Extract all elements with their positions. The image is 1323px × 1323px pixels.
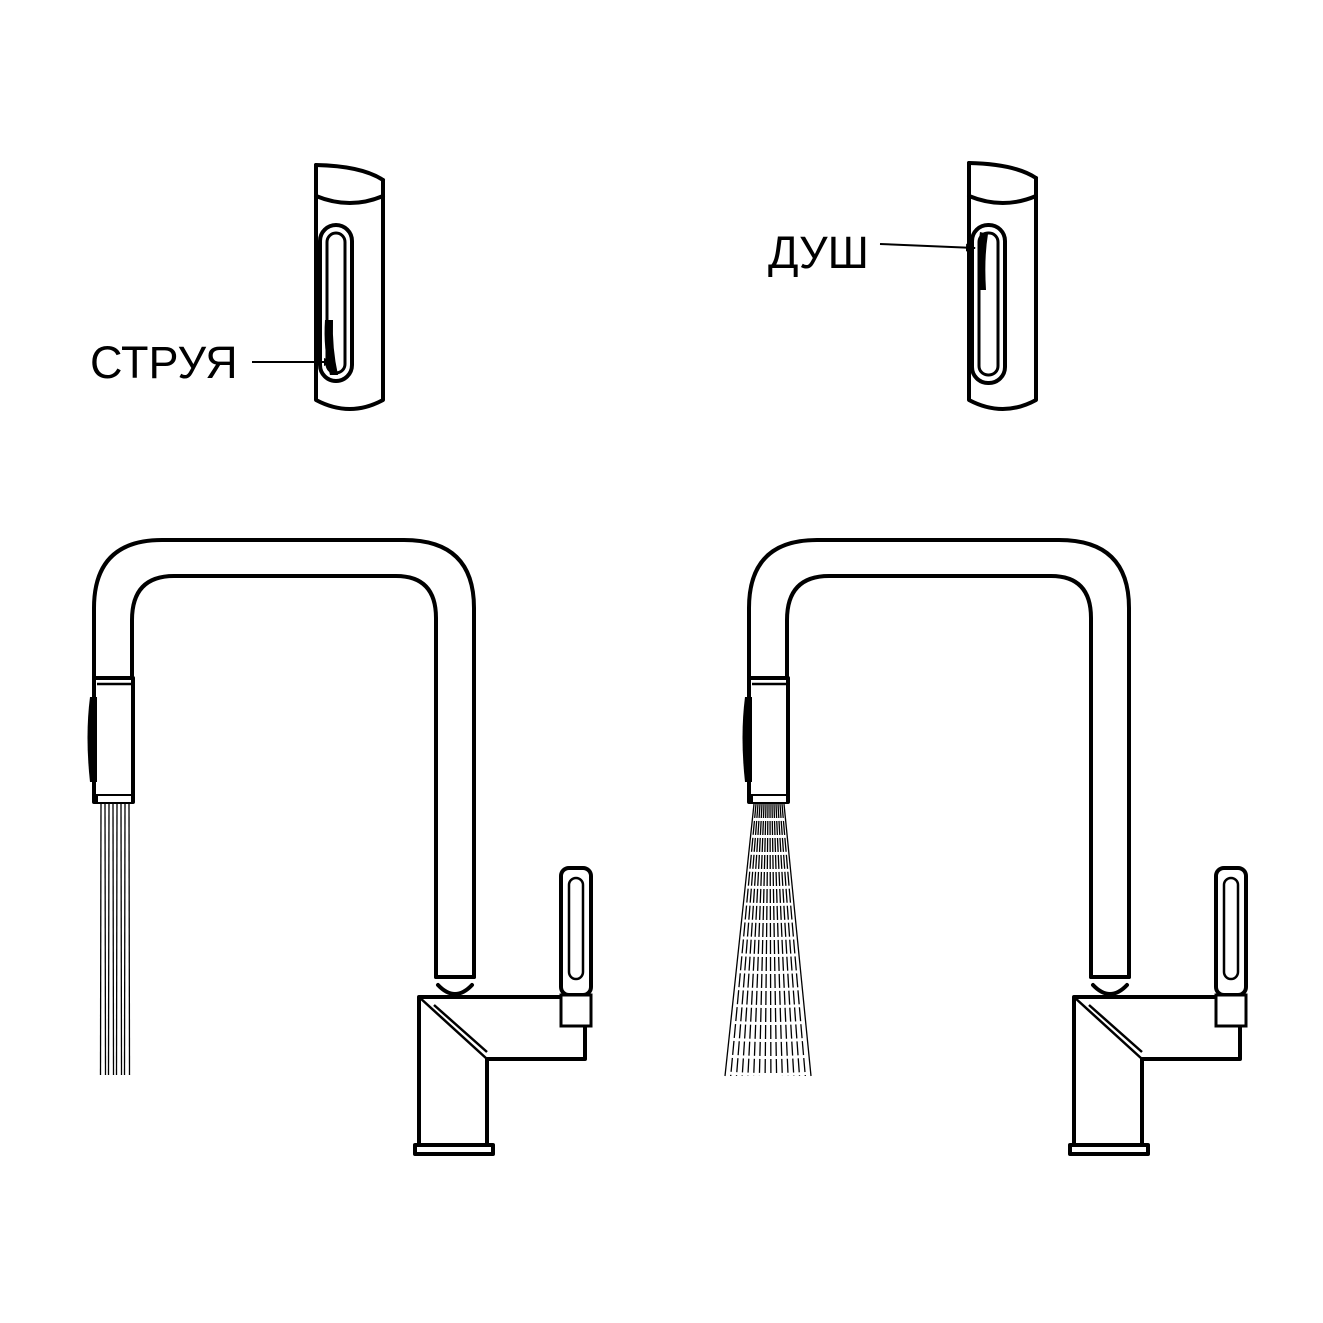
water-spray-line bbox=[764, 803, 769, 1077]
handle-lever bbox=[1214, 866, 1248, 997]
water-stream-line bbox=[120, 803, 123, 1076]
water-stream-line bbox=[112, 803, 115, 1076]
shower-mode-label: ДУШ bbox=[768, 227, 869, 278]
water-stream-line bbox=[128, 803, 131, 1076]
faucet-jet-mode bbox=[87, 538, 593, 1156]
water-spray-line bbox=[769, 803, 772, 1077]
handle-lever bbox=[559, 866, 593, 997]
water-spray-line bbox=[777, 803, 795, 1077]
water-stream-line bbox=[115, 803, 118, 1076]
water-spray-line bbox=[730, 803, 757, 1077]
spout-tube bbox=[92, 538, 476, 979]
spray-head bbox=[747, 676, 790, 804]
water-spray-line bbox=[781, 803, 806, 1077]
mode-button-slot bbox=[970, 223, 1007, 385]
spray-head bbox=[92, 676, 135, 804]
water-spray-line bbox=[735, 803, 759, 1077]
water-spray-line bbox=[775, 803, 789, 1077]
water-spray-line bbox=[773, 803, 783, 1077]
water-spray-line bbox=[771, 803, 778, 1077]
water-spray-line bbox=[783, 803, 812, 1077]
spout-tube bbox=[747, 538, 1131, 979]
jet-mode-label: СТРУЯ bbox=[90, 337, 238, 388]
water-stream-line bbox=[123, 803, 126, 1076]
mode-button-slot bbox=[318, 223, 354, 383]
water-stream-line bbox=[104, 803, 107, 1076]
faucet-base bbox=[413, 1143, 495, 1156]
water-spray-line bbox=[758, 803, 767, 1077]
faucet-base bbox=[1068, 1143, 1150, 1156]
shower-water-spray bbox=[724, 803, 812, 1077]
mode-button-pressed-upper bbox=[977, 231, 1000, 377]
water-spray-line bbox=[779, 803, 801, 1077]
water-spray-line bbox=[741, 803, 761, 1077]
spray-head-shower-detail: ДУШ bbox=[768, 161, 1038, 411]
water-spray-line bbox=[724, 803, 755, 1077]
water-stream-line bbox=[99, 803, 102, 1076]
water-spray-line bbox=[747, 803, 763, 1077]
spray-head-jet-detail: СТРУЯ bbox=[90, 163, 385, 411]
shower-pointer-arrow bbox=[879, 243, 976, 252]
faucet-shower-mode bbox=[724, 538, 1248, 1156]
jet-water-streams bbox=[99, 803, 131, 1076]
water-spray-line bbox=[753, 803, 765, 1077]
water-stream-line bbox=[107, 803, 110, 1076]
